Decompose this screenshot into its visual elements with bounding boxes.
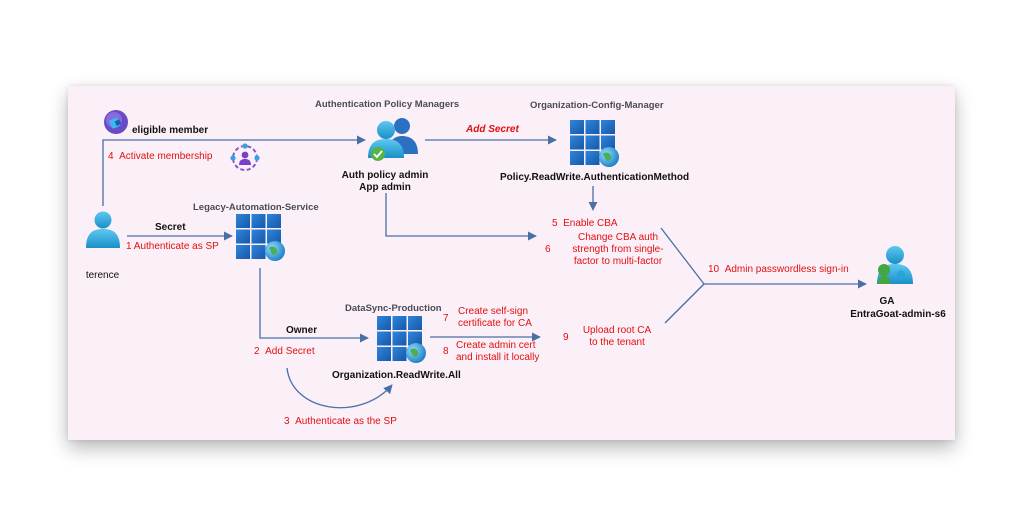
app-registration-icon	[236, 214, 285, 261]
step-text-line: strength from single-	[572, 244, 664, 255]
step-text: Activate membership	[119, 151, 213, 162]
group-membership-icon	[230, 143, 260, 171]
role-auth-policy-admin: Auth policy admin	[341, 170, 429, 181]
app-registration-icon	[377, 316, 426, 363]
step-text-line: certificate for CA	[458, 318, 532, 329]
step-number: 1	[126, 241, 132, 252]
diagram-canvas	[68, 86, 955, 440]
step-number: 10	[708, 264, 720, 275]
step-10: 10 Admin passwordless sign-in	[708, 264, 849, 276]
step-number: 3	[284, 416, 290, 427]
step-text: Authenticate as SP	[133, 241, 219, 252]
add-secret-edge-label: Add Secret	[466, 124, 519, 135]
step-9-number: 9	[563, 332, 569, 343]
org-config-permission: Policy.ReadWrite.AuthenticationMethod	[500, 172, 690, 183]
terence-label: terence	[85, 270, 120, 281]
step-number: 5	[552, 218, 558, 229]
pim-group-icon	[104, 110, 128, 134]
step-text-line: to the tenant	[589, 337, 645, 348]
edge-authenticate-as-sp-curve	[286, 367, 393, 409]
step-text: Authenticate as the SP	[295, 416, 397, 427]
step-number: 2	[254, 346, 260, 357]
edge-auth-managers-to-change-cba	[385, 193, 537, 241]
datasync-permission: Organization.ReadWrite.All	[332, 370, 461, 381]
admin-user-icon	[877, 246, 913, 284]
step-text: Add Secret	[265, 346, 315, 357]
step-9-text: Upload root CA to the tenant	[572, 325, 662, 349]
step-text-line: Create admin cert	[456, 340, 536, 351]
step-4: 4 Activate membership	[108, 151, 213, 163]
secret-edge-label: Secret	[155, 222, 186, 233]
step-3: 3 Authenticate as the SP	[284, 416, 397, 428]
step-7-number: 7	[443, 313, 449, 324]
eligible-member-label: eligible member	[132, 125, 209, 136]
edge-terence-to-auth-policy-managers	[102, 135, 366, 206]
step-text-line: and install it locally	[456, 352, 540, 363]
step-text: Admin passwordless sign-in	[724, 264, 849, 275]
step-5: 5 Enable CBA	[552, 218, 618, 230]
step-6-number: 6	[545, 244, 551, 255]
step-text-line: Change CBA auth	[577, 232, 659, 243]
group-users-icon	[368, 118, 418, 161]
connectors	[102, 135, 867, 409]
user-icon	[86, 211, 120, 248]
step-text-line: Create self-sign	[458, 306, 529, 317]
ga-role-label: GA	[879, 296, 895, 307]
ga-admin-label: EntraGoat-admin-s6	[850, 309, 946, 320]
step-text: Enable CBA	[563, 218, 618, 229]
app-registration-icon	[570, 120, 619, 167]
owner-edge-label: Owner	[286, 325, 318, 336]
role-app-admin: App admin	[359, 182, 411, 193]
step-7-text: Create self-sign certificate for CA	[458, 306, 532, 330]
datasync-production-title: DataSync-Production	[345, 303, 442, 314]
step-text-line: Upload root CA	[582, 325, 652, 336]
edge-merge-bottom	[664, 283, 705, 324]
edge-merge-top	[660, 227, 705, 285]
step-number: 4	[108, 151, 114, 162]
step-2: 2 Add Secret	[254, 346, 315, 358]
legacy-automation-title: Legacy-Automation-Service	[193, 202, 319, 213]
step-8-number: 8	[443, 346, 449, 357]
step-8-text: Create admin cert and install it locally	[456, 340, 539, 364]
step-1: 1 Authenticate as SP	[126, 241, 219, 253]
step-text-line: factor to multi-factor	[573, 256, 663, 267]
step-6-text: Change CBA auth strength from single- fa…	[548, 232, 688, 268]
edge-legacy-to-datasync	[259, 268, 369, 343]
org-config-manager-title: Organization-Config-Manager	[530, 100, 664, 111]
auth-policy-managers-title: Authentication Policy Managers	[315, 99, 460, 110]
